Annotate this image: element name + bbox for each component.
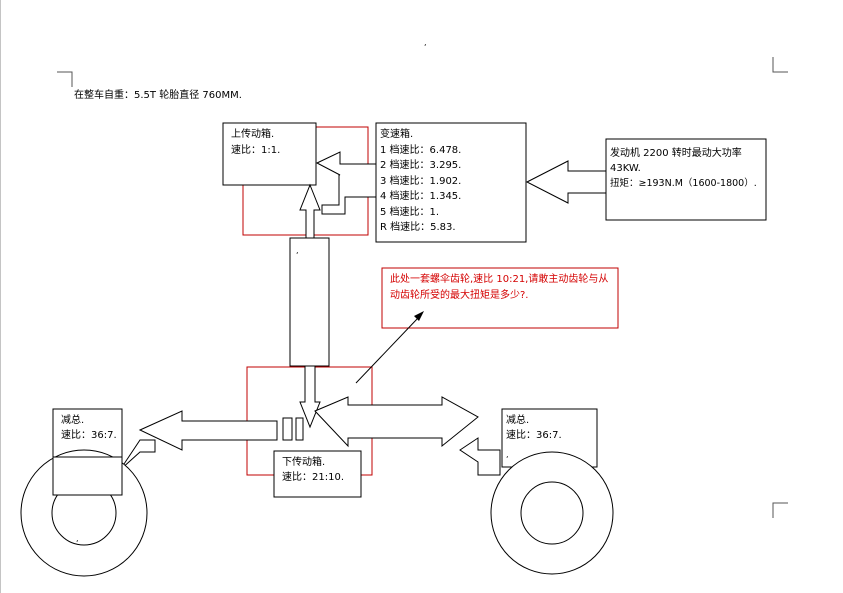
question-pointer-line <box>355 317 419 384</box>
gearbox-box <box>375 122 527 243</box>
gear-r-ratio: R 档速比：5.83. <box>380 222 456 233</box>
left-reducer-title: 减总. <box>61 415 85 426</box>
question-note-text: 此处一套螺伞齿轮,速比 10:21,请敢主动齿轮与从 动齿轮所受的最大扭矩是多少… <box>390 274 609 301</box>
right-reducer-notch <box>459 437 501 476</box>
upper-transfer-box <box>222 122 317 186</box>
engine-line-3: 扭矩：≥193N.M（1600-1800）. <box>610 178 757 189</box>
engine-line-2: 43KW. <box>610 163 641 174</box>
shaft-down-arrow <box>299 365 321 429</box>
gear-5-ratio: 5 档速比：1. <box>380 207 440 218</box>
left-reducer-notch <box>119 439 156 471</box>
right-wheel-mark: , <box>506 450 509 459</box>
right-reducer-title: 减总. <box>506 415 530 426</box>
top-mark: , <box>424 38 427 47</box>
left-reducer-ratio: 速比：36:7. <box>61 430 117 441</box>
left-wheel-mark: , <box>76 534 79 543</box>
gear-3-ratio: 3 档速比：1.902. <box>380 176 462 187</box>
lower-transfer-ratio: 速比：21:10. <box>282 472 344 483</box>
gear-2-ratio: 2 档速比：3.295. <box>380 160 462 171</box>
left-reducer-lower <box>52 456 123 496</box>
left-reducer-box <box>52 408 123 458</box>
question-note-box <box>381 267 619 329</box>
lower-transfer-box <box>273 450 362 498</box>
question-pointer-head <box>414 311 424 321</box>
engine-line-1: 发动机 2200 转时最动大功率 <box>610 148 742 159</box>
bevel-gear-right <box>295 417 304 441</box>
left-output-arrow <box>138 410 278 451</box>
gear-4-ratio: 4 档速比：1.345. <box>380 191 462 202</box>
gear-1-ratio: 1 档速比：6.478. <box>380 145 462 156</box>
right-hub <box>520 481 584 545</box>
lower-transfer-title: 下传动箱. <box>282 457 326 468</box>
vertical-shaft <box>289 237 330 367</box>
upper-transfer-title: 上传动箱. <box>231 129 275 140</box>
engine-to-gearbox-arrow <box>525 160 607 204</box>
gearbox-title: 变速箱. <box>380 129 414 140</box>
left-wheel <box>20 449 148 577</box>
gearbox-to-upper-transfer-arrow <box>315 151 377 215</box>
upper-transfer-ratio: 速比：1:1. <box>231 145 281 156</box>
shaft-mark: , <box>296 246 299 255</box>
bevel-gear-left <box>282 417 293 441</box>
shaft-up-arrow <box>299 183 321 239</box>
right-reducer-ratio: 速比：36:7. <box>506 430 562 441</box>
right-output-double-arrow <box>314 396 479 448</box>
vehicle-info-text: 在整车自重：5.5T 轮胎直径 760MM. <box>74 90 242 101</box>
right-wheel <box>490 451 614 575</box>
